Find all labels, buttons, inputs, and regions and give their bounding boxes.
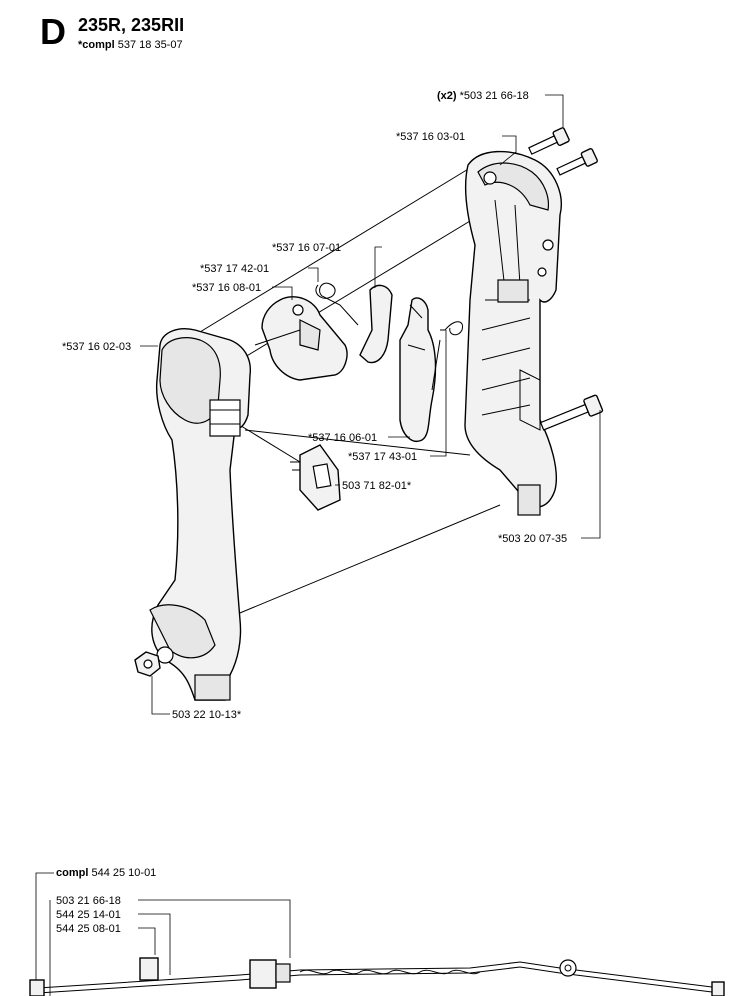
callout-nut: 503 22 10-13* (172, 709, 242, 721)
compl-prefix: *compl (78, 39, 115, 51)
lockout-spring (315, 282, 359, 326)
callout-left-handle-half: *537 16 02-03 (62, 341, 131, 353)
cable-item-3: 544 25 08-01 (56, 923, 121, 935)
cable-section: compl 544 25 10-01 503 21 66-18 544 25 1… (29, 867, 725, 996)
compl-subtitle: *compl 537 18 35-07 (78, 40, 183, 51)
cable-item-1: 503 21 66-18 (56, 895, 121, 907)
leader-lines (140, 94, 601, 715)
callout-throttle-lever-assy: *537 16 08-01 (192, 282, 261, 294)
throttle-lever-assy (254, 296, 348, 381)
long-screw (539, 394, 604, 431)
cable-item-2: 544 25 14-01 (56, 909, 121, 921)
model-title: 235R, 235RII (78, 15, 185, 35)
right-handle-half (464, 150, 562, 516)
nut (134, 651, 161, 677)
callout-labels: (x2) *503 21 66-18 *537 16 03-01 *537 16… (62, 90, 567, 721)
compl-number: 537 18 35-07 (117, 39, 183, 51)
left-handle-half (149, 328, 252, 701)
stop-switch (290, 444, 341, 511)
callout-throttle-lockout: *537 16 07-01 (272, 242, 341, 254)
callout-right-handle-half: *537 16 03-01 (396, 131, 465, 143)
callout-stop-switch: 503 71 82-01* (342, 480, 412, 492)
callout-screws: (x2) *503 21 66-18 (437, 90, 529, 102)
callout-throttle-trigger: *537 16 06-01 (308, 432, 377, 444)
callout-trigger-spring: *537 17 43-01 (348, 451, 417, 463)
throttle-trigger (399, 297, 437, 442)
screws-pair (528, 127, 598, 176)
callout-long-screw: *503 20 07-35 (498, 533, 567, 545)
cable-compl-label: compl 544 25 10-01 (56, 867, 156, 879)
section-letter: D (40, 11, 66, 52)
callout-lockout-spring: *537 17 42-01 (200, 263, 269, 275)
trigger-spring (431, 321, 464, 391)
throttle-lockout (359, 284, 393, 364)
